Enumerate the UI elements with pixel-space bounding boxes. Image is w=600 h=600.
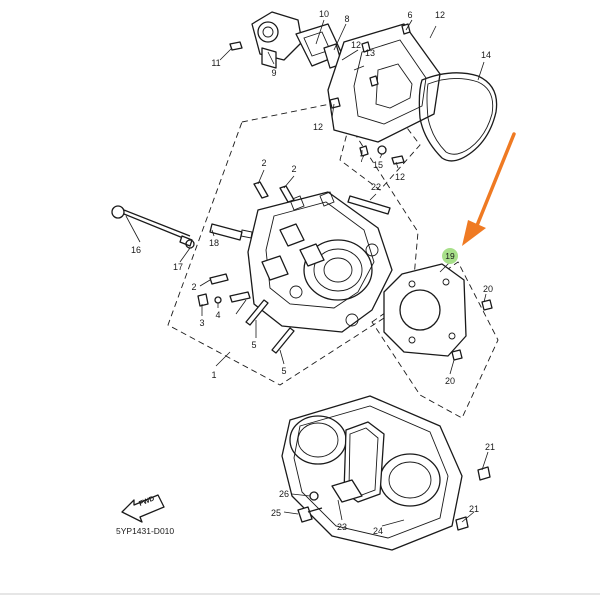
diagram-code: 5YP1431-D010 [116,526,174,536]
callout-21-a: 21 [485,442,495,452]
callout-2-top-b: 2 [291,164,296,174]
callout-10: 10 [319,9,329,19]
callout-16: 16 [131,245,141,255]
long-bolt [111,205,193,247]
callout-1: 1 [211,370,216,380]
callout-15: 15 [373,160,383,170]
cylinder-block [281,395,463,551]
callout-2-left: 2 [191,282,196,292]
callout-labels: 10 8 6 12 12 13 14 11 9 12 7 15 12 2 2 2… [131,9,495,536]
callout-6: 6 [407,10,412,20]
callout-25: 25 [271,508,281,518]
leader-lines [125,19,489,527]
callout-12-bot: 12 [395,172,405,182]
callout-4: 4 [215,310,220,320]
valve-cover [327,23,441,143]
callout-19: 19 [445,251,455,261]
callout-9: 9 [271,68,276,78]
o-ring [377,145,387,155]
callout-3: 3 [199,318,204,328]
callout-20-b: 20 [445,376,455,386]
gasket-group-outline [371,261,499,419]
cylinder-head [247,191,393,333]
callout-18: 18 [209,238,219,248]
callout-19-highlight: 19 [442,248,458,264]
callout-8: 8 [344,14,349,24]
highlight-badge [442,248,458,264]
callout-12-mid: 12 [313,122,323,132]
callout-11: 11 [211,58,220,68]
callout-23: 23 [337,522,347,532]
callout-14: 14 [481,50,491,60]
callout-13: 13 [365,48,375,58]
spark-plug [209,223,243,241]
callout-26: 26 [279,489,289,499]
callout-5-a: 5 [251,340,256,350]
callout-17: 17 [173,262,183,272]
callout-20-a: 20 [483,284,493,294]
cylinder-head-gasket [383,263,467,357]
valve-cover-gasket [418,72,498,162]
callout-12-top: 12 [435,10,445,20]
callout-12-left: 12 [351,40,361,50]
fwd-arrow-icon: FWD [121,494,165,523]
callout-24: 24 [373,526,383,536]
callout-2-top-a: 2 [261,158,266,168]
callout-22: 22 [371,182,381,192]
callout-21-b: 21 [469,504,479,514]
callout-7: 7 [359,154,364,164]
callout-5-b: 5 [281,366,286,376]
tensioner-assembly [229,11,343,69]
pointer-arrow [462,132,516,246]
upper-cover-group-outline [339,107,421,191]
